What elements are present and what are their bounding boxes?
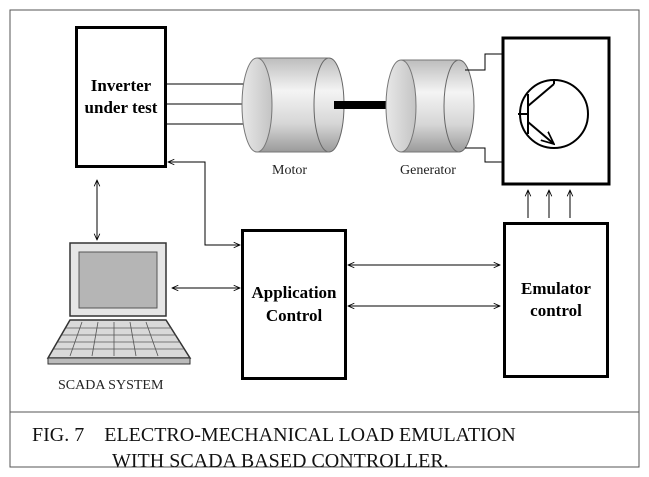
inverter-under-test-block: Inverter under test xyxy=(75,26,167,168)
laptop-icon xyxy=(46,242,192,365)
application-inverter-arrow xyxy=(168,162,240,245)
motor-icon xyxy=(241,57,345,153)
generator-label: Generator xyxy=(400,163,456,178)
transistor-icon xyxy=(518,79,589,149)
generator-emulator-wires xyxy=(465,53,504,163)
motor-label: Motor xyxy=(272,163,307,178)
caption-line-2: WITH SCADA BASED CONTROLLER. xyxy=(112,450,449,472)
outer-border xyxy=(9,9,640,468)
application-control-block: Application Control xyxy=(241,229,347,380)
emulator-control-block: Emulator control xyxy=(503,222,609,378)
inverter-motor-wires xyxy=(165,83,245,125)
generator-icon xyxy=(385,59,475,153)
scada-system-label: SCADA SYSTEM xyxy=(58,378,164,393)
power-stage-box xyxy=(501,36,611,186)
figure-caption: FIG. 7 ELECTRO-MECHANICAL LOAD EMULATION… xyxy=(32,422,632,474)
gate-signal-arrows xyxy=(528,190,570,218)
coupling-shaft xyxy=(334,101,402,109)
caption-line-1: FIG. 7 ELECTRO-MECHANICAL LOAD EMULATION xyxy=(32,424,516,446)
